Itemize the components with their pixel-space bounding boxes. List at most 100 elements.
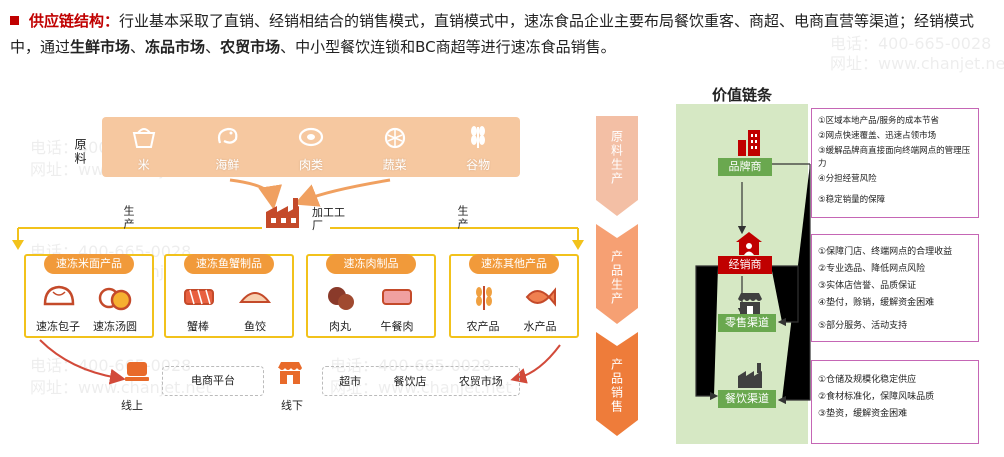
crab-stick-icon	[184, 289, 214, 305]
offline-label: 线下	[281, 399, 303, 412]
channel-farmers-market: 农贸市场	[458, 375, 503, 388]
group-fish-crab: 速冻鱼蟹制品 蟹棒 鱼饺	[164, 254, 294, 338]
brand-building-icon	[738, 130, 760, 156]
group-title: 速冻米面产品	[44, 254, 134, 274]
vegetable-icon	[384, 127, 405, 149]
online-label: 线上	[121, 399, 143, 412]
dumpling-ball-icon	[98, 287, 132, 311]
watermark-site: 网址：www.chanjet.net	[30, 378, 212, 397]
meatball-icon	[328, 287, 354, 310]
group-title: 速冻鱼蟹制品	[184, 254, 274, 274]
fish-icon	[525, 287, 556, 307]
raw-item-label: 谷物	[466, 158, 491, 172]
stage-product-production: 产品生产	[596, 224, 638, 324]
raw-item-rice: 米	[102, 117, 186, 177]
raw-item-label: 肉类	[298, 158, 323, 172]
raw-item-grain: 谷物	[436, 117, 520, 177]
flow-connectors	[12, 178, 584, 385]
channel-supermarket: 超市	[339, 375, 362, 388]
benefit-item: ③垫资，缓解资金困难	[818, 409, 908, 419]
laptop-icon	[125, 362, 149, 381]
intro-paragraph: 供应链结构：行业基本采取了直销、经销相结合的销售模式，直销模式中，速冻食品企业主…	[10, 8, 995, 60]
offline-channel-box: 超市 餐饮店 农贸市场	[322, 366, 520, 396]
wheat-icon	[476, 286, 492, 310]
distributor-house-icon	[736, 232, 762, 255]
product-label: 午餐肉	[380, 320, 414, 333]
benefit-item: ②食材标准化，保障风味品质	[818, 392, 935, 402]
benefit-item: ①区域本地产品/服务的成本节省	[818, 116, 939, 126]
product-label: 速冻汤圆	[93, 320, 137, 333]
intro-sep-1: 、	[130, 38, 146, 56]
shrimp-icon	[218, 127, 238, 144]
watermark-phone: 电话：400-665-0028	[830, 34, 992, 53]
ecommerce-platform: 电商平台	[191, 374, 235, 387]
intro-bold-2: 冻品市场	[145, 38, 206, 56]
group-title: 速冻肉制品	[326, 254, 416, 274]
node-brand: 品牌商	[718, 158, 772, 176]
benefit-item: ①保障门店、终端网点的合理收益	[818, 247, 953, 257]
bun-icon	[43, 285, 75, 306]
product-label: 农产品	[466, 320, 500, 333]
watermark-site: 网址：www.chanjet.net	[330, 378, 512, 397]
luncheon-meat-icon	[382, 289, 412, 305]
factory-icon	[266, 198, 299, 228]
stage-product-sales: 产品销售	[596, 332, 638, 436]
online-channel-box: 电商平台	[162, 366, 264, 396]
raw-item-seafood: 海鲜	[186, 117, 270, 177]
watermark-site: 网址：www.chanjet.net	[830, 54, 1004, 73]
raw-label: 原料	[73, 138, 87, 166]
benefit-item: ②网点快速覆盖、迅速占领市场	[818, 131, 937, 141]
catering-factory-icon	[738, 363, 762, 388]
meat-icon	[298, 127, 324, 147]
intro-sep-2: 、	[205, 38, 221, 56]
node-catering: 餐饮渠道	[718, 390, 776, 408]
group-rice-noodle: 速冻米面产品 速冻包子 速冻汤圆	[24, 254, 154, 338]
catering-benefits-box: ①仓储及规模化稳定供应 ②食材标准化，保障风味品质 ③垫资，缓解资金困难	[811, 360, 979, 444]
benefit-item: ②专业选品、降低网点风险	[818, 264, 926, 274]
group-title: 速冻其他产品	[469, 254, 559, 274]
distributor-benefits-box: ①保障门店、终端网点的合理收益 ②专业选品、降低网点风险 ③实体店信誉、品质保证…	[811, 234, 979, 342]
watermark-phone: 电话：400-665-0028	[330, 356, 492, 375]
value-chain-title: 价值链条	[711, 86, 772, 104]
benefit-item: ③缓解品牌商直接面向终端网点的管理压力	[818, 146, 971, 169]
intro-lead: 供应链结构：	[29, 12, 120, 30]
raw-item-label: 海鲜	[215, 158, 240, 172]
benefit-item: ①仓储及规模化稳定供应	[818, 375, 917, 385]
brand-benefits-box: ①区域本地产品/服务的成本节省 ②网点快速覆盖、迅速占领市场 ③缓解品牌商直接面…	[811, 108, 979, 218]
produce-label-right: 生产	[456, 205, 469, 231]
intro-bold-3: 农贸市场	[220, 38, 281, 56]
stage-label: 产品销售	[609, 358, 624, 414]
raw-item-label: 蔬菜	[382, 158, 407, 172]
retail-store-icon	[738, 293, 762, 315]
intro-bold-1: 生鲜市场	[70, 38, 131, 56]
benefit-item: ③实体店信誉、品质保证	[818, 281, 917, 291]
channel-restaurant: 餐饮店	[393, 375, 427, 388]
intro-text-1: 行业基本采取了直销、经销相结合的销售模式，直销模式中，速冻食品企业主要布局餐饮重…	[10, 12, 975, 56]
benefit-item: ④垫付，赊销，缓解资金困难	[818, 298, 935, 308]
fish-dumpling-icon	[238, 292, 272, 303]
node-distributor: 经销商	[718, 256, 772, 274]
stage-label: 原料生产	[609, 130, 624, 186]
group-other: 速冻其他产品 农产品 水产品	[449, 254, 579, 338]
raw-item-meat: 肉类	[269, 117, 353, 177]
group-meat: 速冻肉制品 肉丸 午餐肉	[306, 254, 436, 338]
produce-label-left: 生产	[122, 205, 135, 231]
stage-raw-production: 原料生产	[596, 116, 638, 216]
stage-label: 产品生产	[609, 250, 624, 306]
raw-item-label: 米	[137, 158, 150, 172]
node-retail: 零售渠道	[718, 314, 776, 332]
bullet-square-icon	[10, 16, 19, 25]
benefit-item: ⑤稳定销量的保障	[818, 195, 886, 205]
rice-icon	[132, 128, 156, 148]
product-label: 水产品	[523, 320, 557, 333]
product-label: 速冻包子	[36, 320, 80, 333]
product-label: 肉丸	[329, 320, 351, 333]
grain-icon	[471, 126, 486, 148]
store-icon	[278, 362, 302, 384]
benefit-item: ⑤部分服务、活动支持	[818, 321, 908, 331]
watermark-phone: 电话：400-665-0028	[30, 356, 192, 375]
intro-text-2: 、中小型餐饮连锁和BC商超等进行速冻食品销售。	[280, 38, 616, 56]
benefit-item: ④分担经营风险	[818, 174, 877, 184]
factory-label: 加工工厂	[312, 206, 345, 232]
raw-materials-band: 米 海鲜 肉类 蔬菜 谷物	[102, 117, 520, 177]
